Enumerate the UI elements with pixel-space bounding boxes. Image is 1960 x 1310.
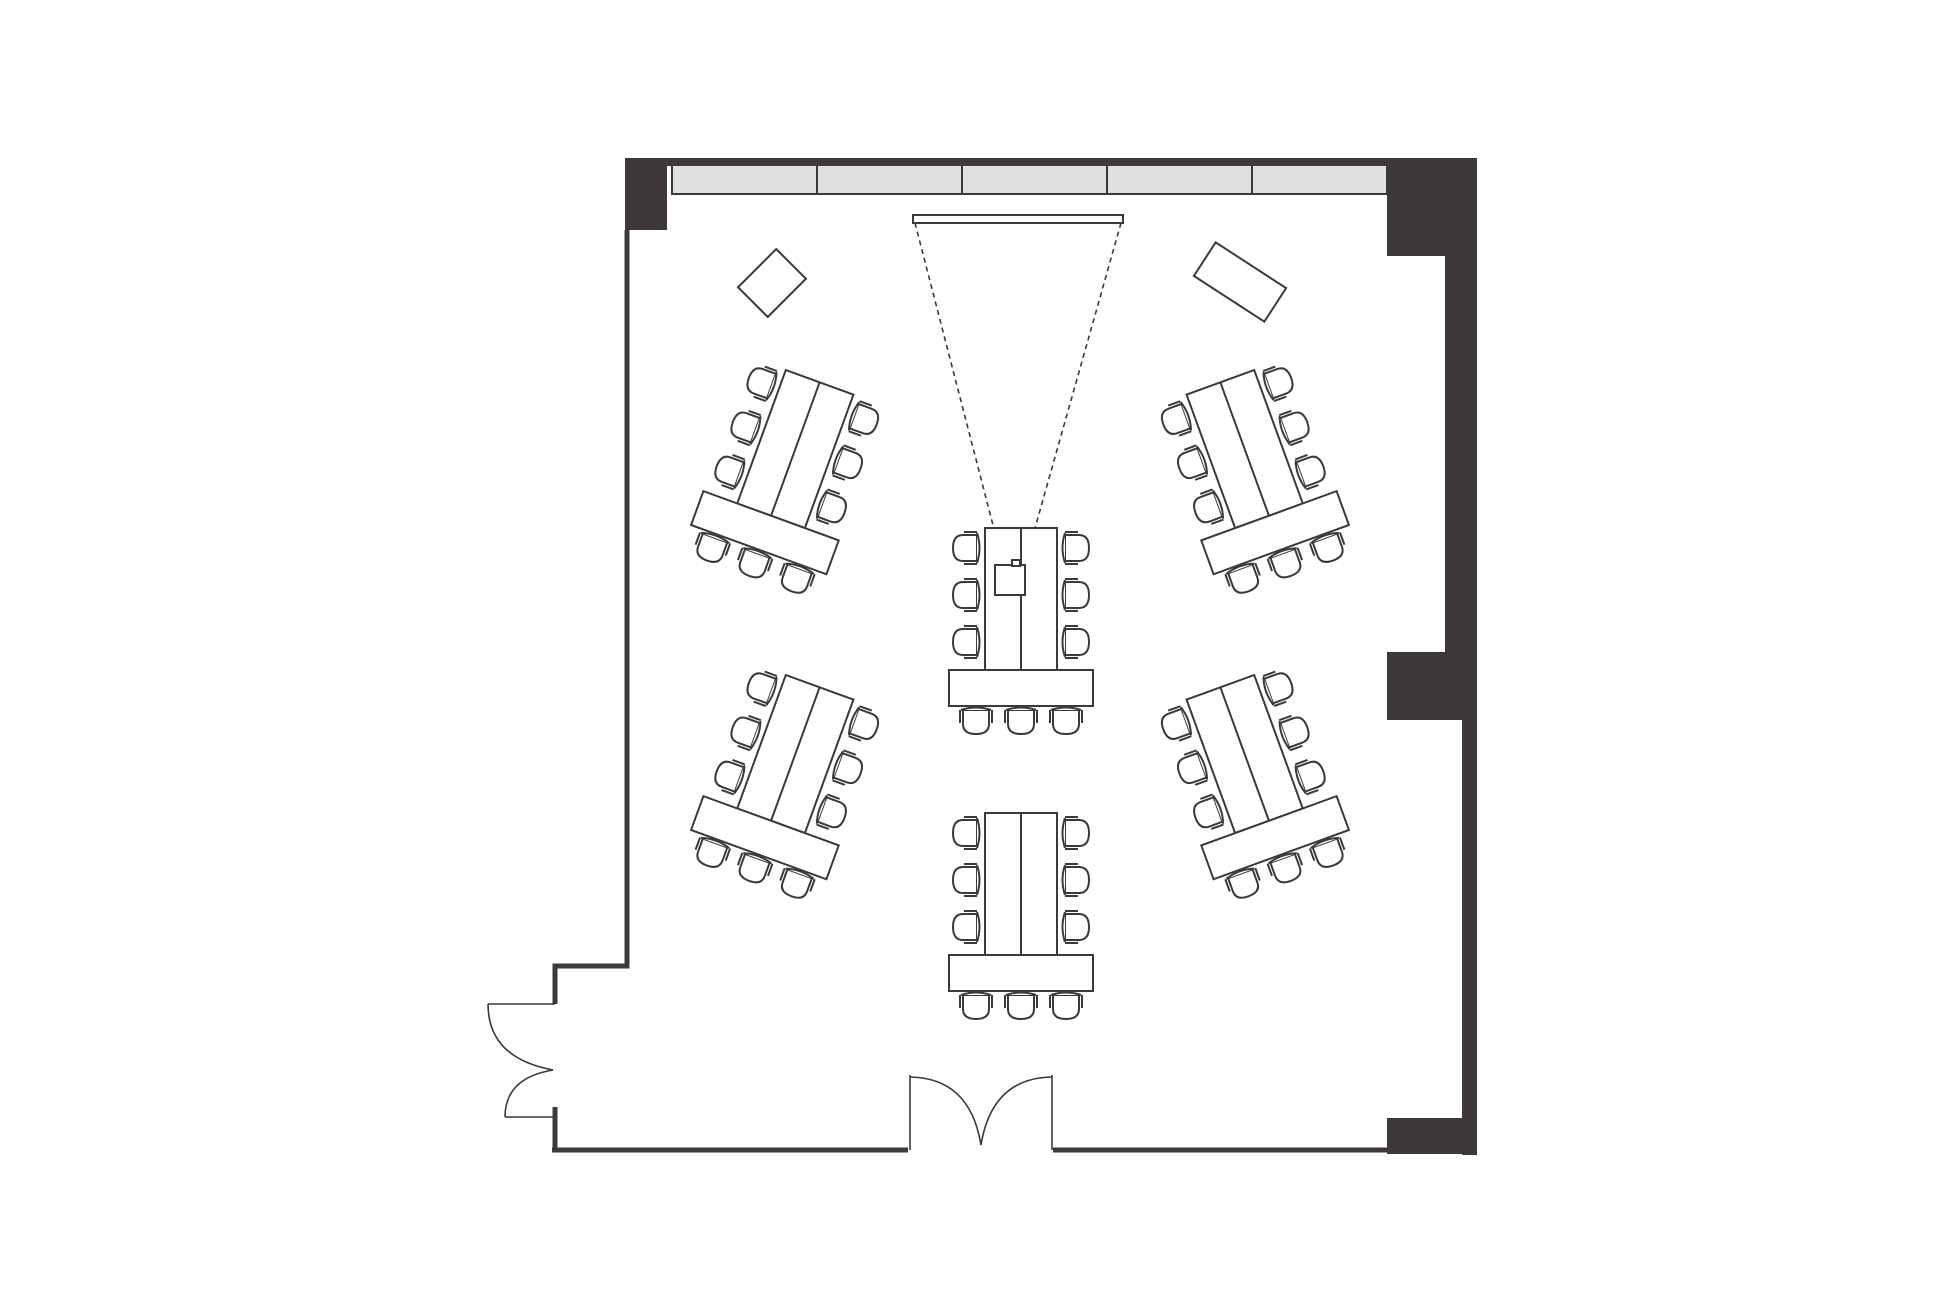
window-1 [671,161,818,195]
projector-icon [994,559,1026,596]
table-cluster [949,528,1093,734]
walls [552,158,1477,1155]
table-cluster [682,358,888,601]
table-cluster [949,813,1093,1019]
window-3 [961,161,1108,195]
window-5 [1251,161,1388,195]
table-cluster [682,663,888,906]
door-icon [909,1075,1053,1150]
door-icon [487,1003,555,1118]
window-4 [1106,161,1253,195]
corner-cabinet-right [1192,240,1288,324]
window-2 [816,161,963,195]
table-cluster [1153,663,1359,906]
projection-screen [912,214,1124,561]
window-icon [671,161,1388,195]
table-cluster [1153,358,1359,601]
corner-cabinet-left [736,247,808,319]
